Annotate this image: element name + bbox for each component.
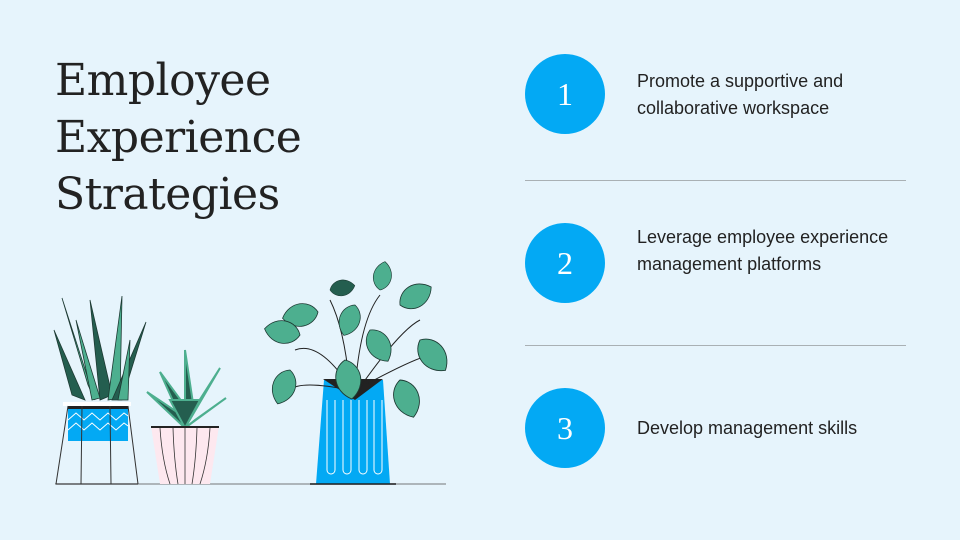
step-number-badge: 1	[525, 54, 605, 134]
strategy-text: Develop management skills	[637, 418, 858, 438]
strategy-text: Leverage employee experience management …	[637, 227, 889, 274]
strategy-text: Promote a supportive and collaborative w…	[637, 71, 844, 118]
step-number-badge: 2	[525, 223, 605, 303]
step-number-badge: 3	[525, 388, 605, 468]
succulent-icon	[146, 349, 227, 485]
title-line: Employee	[55, 55, 271, 106]
title-line: Strategies	[55, 169, 280, 220]
page-title: Employee Experience Strategies	[55, 52, 302, 223]
pothos-plant-icon	[262, 259, 456, 485]
title-line: Experience	[55, 112, 302, 163]
snake-plant-icon	[53, 295, 147, 485]
divider	[525, 180, 906, 181]
divider	[525, 345, 906, 346]
